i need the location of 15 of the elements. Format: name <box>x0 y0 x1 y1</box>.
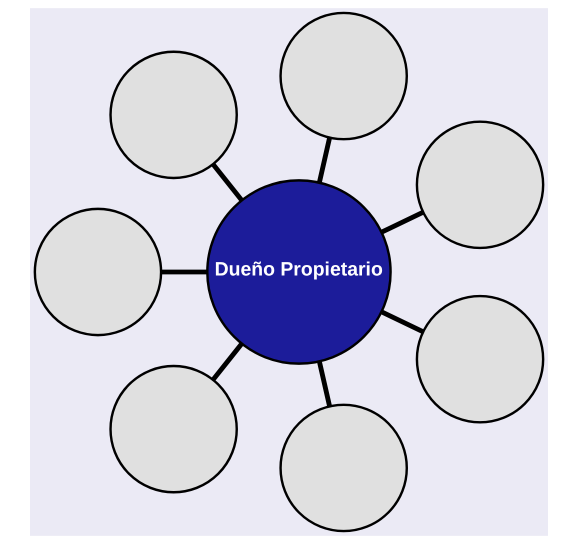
node-circle <box>278 12 408 140</box>
node-circle <box>33 208 162 336</box>
connector <box>380 210 424 234</box>
connector <box>210 342 244 382</box>
node-circle <box>278 404 408 532</box>
connector <box>316 137 332 184</box>
connector <box>160 270 207 274</box>
node-circle <box>415 294 544 424</box>
node-circle <box>415 120 544 250</box>
connector <box>316 360 332 407</box>
node-circle: Dueño Propietario <box>206 179 392 365</box>
node-circle <box>108 364 238 494</box>
connector <box>380 310 424 334</box>
node-circle <box>108 50 238 180</box>
connector <box>210 162 244 202</box>
